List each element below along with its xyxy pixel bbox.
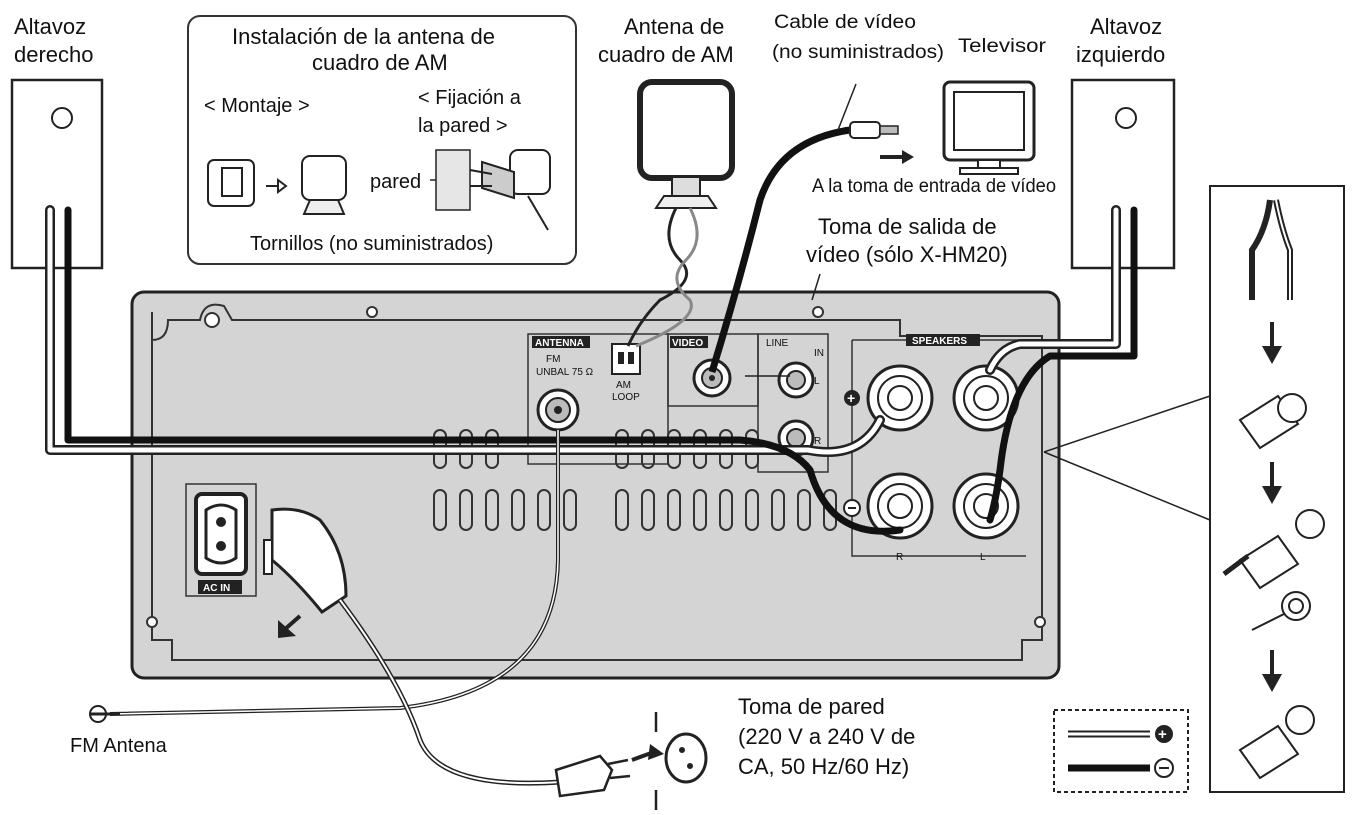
wall-outlet-label-1: Toma de pared — [738, 694, 885, 719]
tv-label: Televisor — [958, 36, 1047, 57]
line-r-marking: R — [814, 436, 821, 447]
mounting-label: < Montaje > — [204, 95, 310, 117]
video-cable — [708, 83, 914, 374]
antenna-marking: ANTENNA — [535, 338, 584, 349]
right-speaker-label-2: derecho — [14, 42, 94, 67]
fm-marking: FM — [546, 354, 560, 365]
speaker-wire-steps — [1043, 185, 1345, 793]
polarity-legend: + — [1053, 709, 1189, 793]
power-cord — [263, 507, 631, 798]
left-speaker — [1070, 78, 1176, 270]
step-arrows — [1262, 322, 1282, 692]
inset-title-2: cuadro de AM — [312, 50, 448, 75]
fm-antenna-label: FM Antena — [70, 735, 168, 757]
ac-inlet[interactable]: AC IN — [185, 483, 257, 597]
speaker-l-plus-terminal[interactable] — [952, 364, 1020, 432]
legend-plus-icon: + — [1158, 726, 1167, 743]
rear-panel: ANTENNA FM UNBAL 75 Ω AM LOOP VIDEO — [130, 290, 1061, 680]
video-out-leader — [811, 273, 821, 301]
speaker-l-minus-terminal[interactable] — [952, 472, 1020, 540]
video-section: VIDEO — [667, 333, 759, 407]
wall-outlet — [631, 712, 708, 810]
video-out-label-2: vídeo (sólo X-HM20) — [806, 242, 1008, 267]
speaker-terminals: SPEAKERS + — [843, 334, 1026, 563]
ac-in-marking: AC IN — [203, 583, 230, 594]
am-antenna-label-1: Antena de — [624, 14, 724, 39]
right-speaker — [10, 78, 104, 270]
video-marking: VIDEO — [672, 338, 703, 349]
speaker-l-marking: L — [980, 552, 986, 563]
video-cable-label-2: (no suministrados) — [772, 42, 944, 63]
speakers-marking: SPEAKERS — [912, 336, 967, 347]
video-cable-label-1: Cable de vídeo — [774, 12, 916, 33]
loop-marking: LOOP — [612, 392, 640, 403]
speaker-wires — [45, 205, 1138, 535]
speaker-r-plus-terminal[interactable] — [866, 364, 934, 432]
left-speaker-label-2: izquierdo — [1076, 42, 1165, 67]
am-marking: AM — [616, 380, 631, 391]
fm-antenna-wire — [89, 430, 560, 723]
left-speaker-label-1: Altavoz — [1090, 14, 1162, 39]
wall-outlet-label-3: CA, 50 Hz/60 Hz) — [738, 754, 909, 779]
am-antenna-inset — [187, 15, 577, 265]
line-marking: LINE — [766, 338, 789, 349]
am-antenna-label-2: cuadro de AM — [598, 42, 734, 67]
unbal-marking: UNBAL 75 Ω — [536, 367, 594, 378]
video-out-jack[interactable] — [692, 358, 732, 398]
to-video-input-label: A la toma de entrada de vídeo — [812, 176, 1056, 197]
video-out-label-1: Toma de salida de — [818, 214, 997, 239]
line-in-l-jack[interactable] — [777, 361, 815, 399]
speaker-r-minus-terminal[interactable] — [866, 472, 934, 540]
inset-title-1: Instalación de la antena de — [232, 24, 495, 49]
plus-symbol: + — [847, 390, 855, 406]
line-l-marking: L — [814, 376, 820, 387]
television — [942, 80, 1036, 175]
wall-label: pared — [370, 171, 421, 193]
right-speaker-label-1: Altavoz — [14, 14, 86, 39]
wall-fix-label-2: la pared > — [418, 115, 508, 137]
in-marking: IN — [814, 348, 824, 359]
fm-antenna-jack[interactable] — [536, 388, 580, 432]
antenna-section: ANTENNA FM UNBAL 75 Ω AM LOOP — [527, 333, 669, 465]
am-loop-terminal[interactable] — [611, 343, 641, 375]
wall-outlet-label-2: (220 V a 240 V de — [738, 724, 915, 749]
wall-fix-label-1: < Fijación a — [418, 87, 522, 109]
am-loop-antenna — [626, 79, 735, 348]
speaker-r-marking: R — [896, 552, 903, 563]
screws-label: Tornillos (no suministrados) — [250, 233, 493, 255]
